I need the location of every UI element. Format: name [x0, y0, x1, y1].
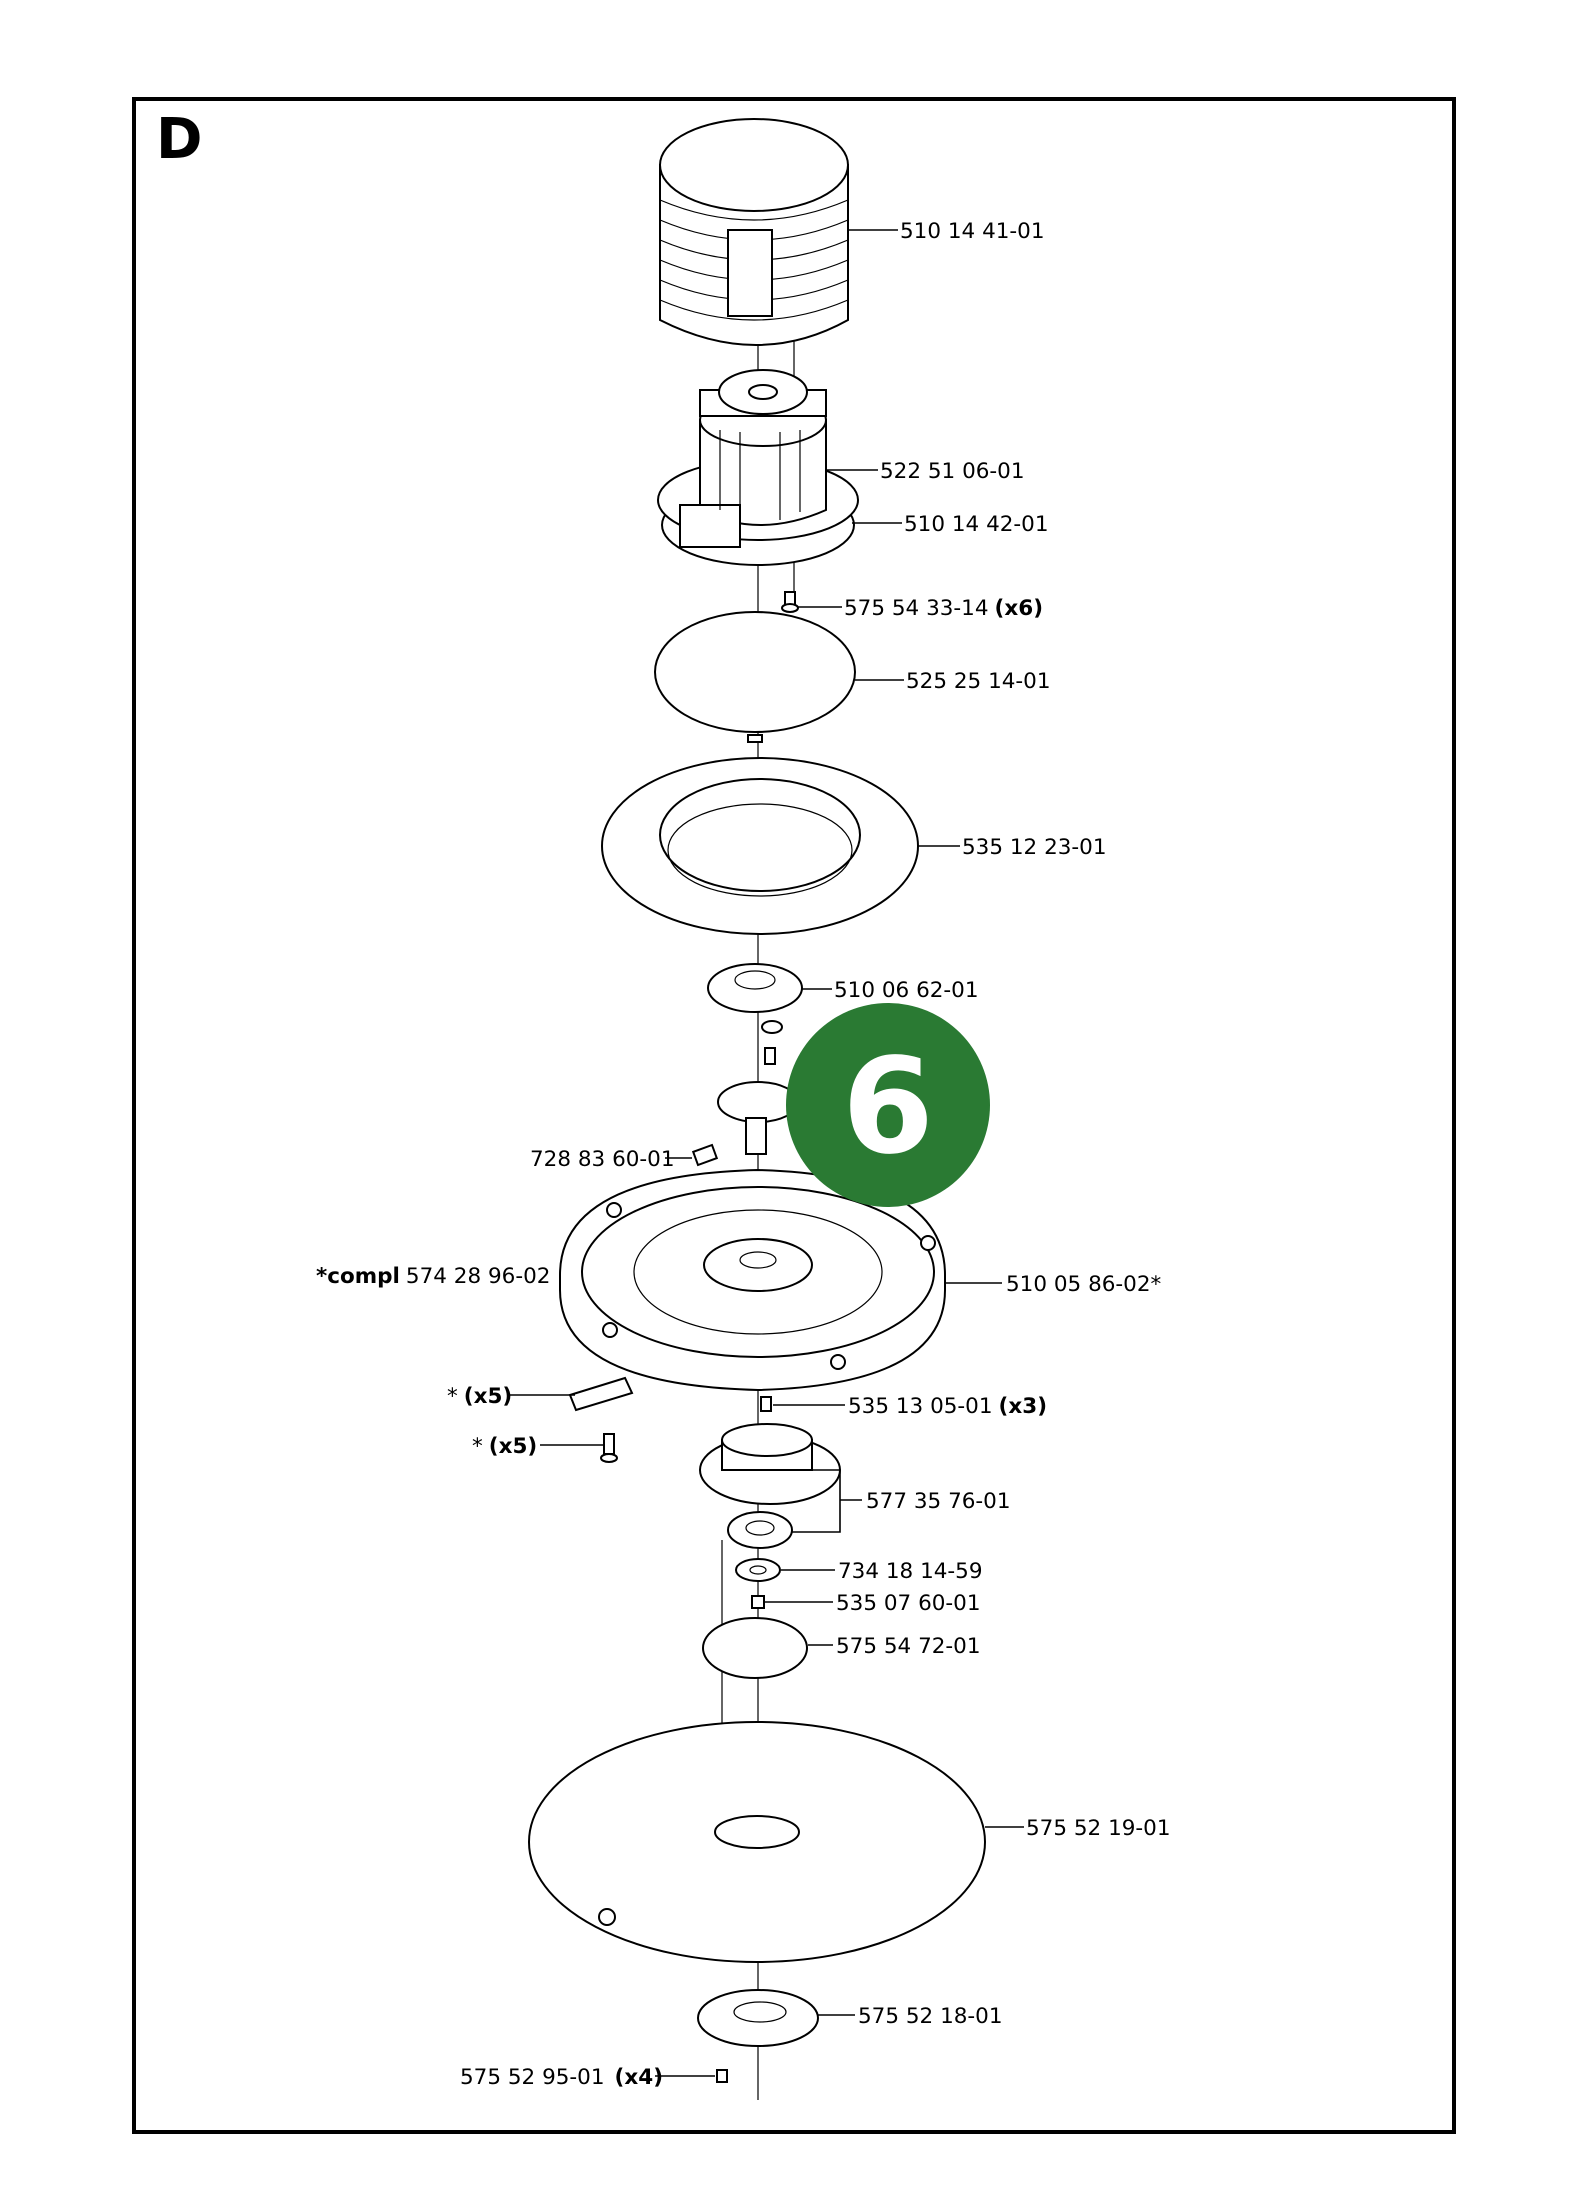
- callout-522-51-06-01: 522 51 06-01: [880, 459, 1025, 484]
- skid-plate: [528, 1721, 986, 1963]
- callout-535-13-05-01: 535 13 05-01(x3): [848, 1394, 1047, 1419]
- base-plate: [559, 1168, 946, 1392]
- callout-510-06-62-01: 510 06 62-01: [834, 978, 979, 1003]
- motor-assembly: [657, 369, 859, 566]
- washer: [735, 1558, 781, 1582]
- callout-577-35-76-01: 577 35 76-01: [866, 1489, 1011, 1514]
- callout-734-18-14-59: 734 18 14-59: [838, 1559, 983, 1584]
- badge-number: 6: [842, 1030, 934, 1184]
- callout-525-25-14-01: 525 25 14-01: [906, 669, 1051, 694]
- callout-blade-screw-x5: *(x5): [472, 1434, 537, 1459]
- small-disc: [702, 1617, 808, 1679]
- callout-575-52-18-01: 575 52 18-01: [858, 2004, 1003, 2029]
- callout-510-14-42-01: 510 14 42-01: [904, 512, 1049, 537]
- callout-blade-x5: *(x5): [447, 1384, 512, 1409]
- callout-575-54-33-14: 575 54 33-14(x6): [844, 596, 1043, 621]
- screw-535-13-05-01: [760, 1396, 772, 1412]
- leader-lines: [510, 229, 1024, 2077]
- nut: [751, 1595, 765, 1609]
- disk-plate: [654, 611, 856, 743]
- callout-510-14-41-01: 510 14 41-01: [900, 219, 1045, 244]
- page-number-badge: 6: [786, 1003, 990, 1207]
- motor-hub: [691, 1081, 799, 1167]
- callout-535-07-60-01: 535 07 60-01: [836, 1591, 981, 1616]
- bearing-housing: [699, 1423, 841, 1549]
- knife-blade: [568, 1376, 634, 1412]
- diagram-frame: [132, 97, 1456, 2134]
- callout-575-52-95-01: 575 52 95-01(x4): [460, 2065, 663, 2090]
- callout-575-52-19-01: 575 52 19-01: [1026, 1816, 1171, 1841]
- bottom-screw: [716, 2069, 728, 2083]
- blade-screw: [600, 1433, 618, 1463]
- callout-labels: 510 14 41-01 522 51 06-01 510 14 42-01 5…: [316, 219, 1171, 2090]
- hub-cap: [707, 963, 803, 1065]
- callout-575-54-72-01: 575 54 72-01: [836, 1634, 981, 1659]
- screw-575-54-33-14: [781, 591, 799, 613]
- bottom-hub: [697, 1989, 819, 2047]
- callout-510-05-86-02: 510 05 86-02*: [1006, 1272, 1162, 1297]
- section-letter: D: [156, 107, 203, 172]
- callout-728-83-60-01: 728 83 60-01: [530, 1147, 675, 1172]
- flange-ring: [601, 757, 919, 935]
- cylinder-cover: [659, 118, 849, 346]
- callout-535-12-23-01: 535 12 23-01: [962, 835, 1107, 860]
- badge-circle: [786, 1003, 990, 1207]
